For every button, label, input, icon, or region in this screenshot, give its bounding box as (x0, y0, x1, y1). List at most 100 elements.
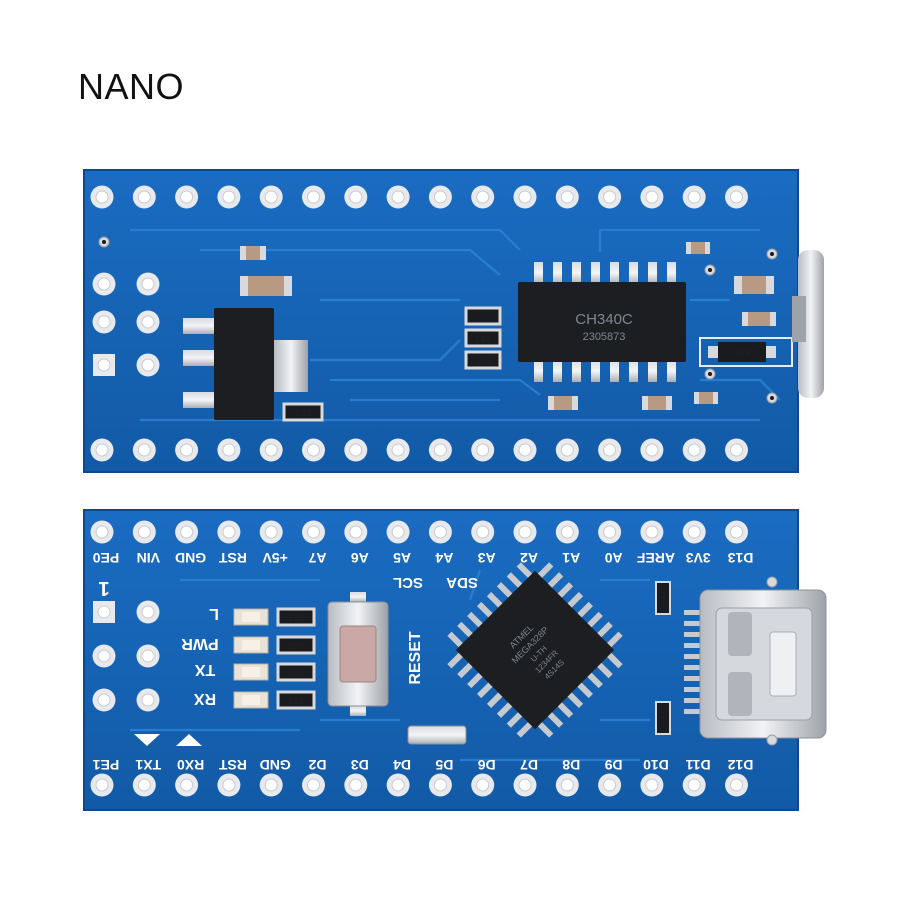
header-pin (682, 773, 706, 797)
pin-label: D3 (351, 757, 369, 773)
header-pin (386, 520, 410, 544)
header-pin (640, 185, 664, 209)
header-pin (344, 773, 368, 797)
reset-label: RESET (407, 631, 424, 685)
header-pin (386, 438, 410, 462)
pin-label: D6 (478, 757, 496, 773)
header-pin (90, 520, 114, 544)
top-usb-connector (792, 250, 824, 398)
led-label-l: L (209, 605, 219, 622)
pin-label: D9 (604, 757, 622, 773)
top-pcb-traces (130, 228, 781, 422)
bottom-pin-headers (90, 520, 748, 797)
top-diode: 103 (699, 337, 793, 367)
header-pin (682, 438, 706, 462)
usb-cap-label-1: 512 (660, 591, 669, 606)
header-pin (555, 773, 579, 797)
header-pin (175, 438, 199, 462)
pin-label: VIN (137, 550, 160, 566)
header-pin (344, 438, 368, 462)
header-pin (640, 773, 664, 797)
header-pin (259, 773, 283, 797)
top-pcb: 102 102 102 CH340C 2305873 103 (83, 169, 824, 473)
header-pin (302, 773, 325, 797)
pin-label: D4 (393, 757, 411, 773)
header-pin (682, 185, 706, 209)
diode-marking: 103 (735, 350, 750, 359)
resistor-value: 102 (475, 335, 491, 345)
resistor-value: 102 (288, 614, 304, 624)
pin-label: A6 (351, 550, 369, 566)
header-pin (471, 773, 495, 797)
pin-label: D11 (686, 757, 711, 773)
header-pin (598, 520, 622, 544)
header-pin (471, 520, 495, 544)
header-pin (598, 438, 622, 462)
pin-label: A4 (435, 550, 453, 566)
header-pin (555, 520, 579, 544)
usb-c-connector (684, 589, 827, 739)
led-row: 102 (233, 635, 316, 655)
header-pin (640, 520, 664, 544)
header-pin (428, 438, 452, 462)
header-pin (725, 520, 748, 544)
header-pin (386, 773, 410, 797)
header-pin (217, 520, 241, 544)
pin-label: AREF (636, 550, 675, 566)
header-pin (344, 520, 368, 544)
header-pin (259, 438, 283, 462)
top-pin-headers (90, 185, 748, 462)
usb-capacitors: 512 512 (655, 581, 671, 735)
pin-label: A1 (562, 550, 580, 566)
icsp-pin (92, 644, 116, 668)
top-resistor-1 (464, 306, 502, 326)
header-pin (90, 773, 114, 797)
pin-label: D5 (435, 757, 453, 773)
pin-label: PE0 (93, 550, 120, 566)
i2c-labels: SDA SCL (393, 574, 478, 591)
header-pin (555, 185, 579, 209)
header-pin (682, 520, 706, 544)
pin1-label: 1 (98, 577, 109, 599)
led-label-rx: RX (194, 690, 217, 707)
header-pin (217, 438, 241, 462)
pin-label: +5V (262, 550, 288, 566)
header-pin (725, 438, 748, 462)
bottom-top-pin-labels: D133V3AREFA0A1A2A3A4A5A6A7+5VRSTGNDVINPE… (93, 550, 754, 566)
ch340-chip: CH340C 2305873 (518, 262, 686, 382)
bottom-pcb-traces (130, 569, 650, 762)
capacitor-value: 102 (295, 409, 311, 419)
pin-label: D2 (308, 757, 326, 773)
pin-label: GND (260, 757, 291, 773)
led-label-tx: TX (194, 661, 215, 678)
icsp-pin (136, 353, 160, 377)
icsp-pin (136, 272, 160, 296)
header-pin (428, 773, 452, 797)
icsp-pin-1 (93, 601, 115, 623)
sda-label: SDA (446, 574, 478, 591)
header-pin (217, 773, 241, 797)
led-label-pwr: PWR (181, 635, 219, 652)
pin-label: A5 (393, 550, 411, 566)
chip-marking: CH340C (575, 311, 633, 328)
icsp-pin (92, 310, 116, 334)
header-pin (175, 773, 199, 797)
header-pin (513, 185, 537, 209)
icsp-pin (136, 644, 160, 668)
resistor-value: 102 (288, 642, 304, 652)
header-pin (132, 773, 156, 797)
header-pin (259, 185, 283, 209)
top-capacitors (240, 242, 776, 410)
pin-label: A0 (604, 550, 622, 566)
icsp-pin (92, 688, 116, 712)
header-pin (513, 773, 537, 797)
scl-label: SCL (393, 574, 423, 591)
product-title: NANO (78, 66, 185, 107)
pin-label: D13 (727, 550, 753, 566)
top-vias (98, 236, 778, 404)
atmega328-chip: ATMEL MEGA328P U-TH 1234FR 4S14S (447, 562, 623, 738)
header-pin (217, 185, 241, 209)
pin-label: D10 (643, 757, 669, 773)
